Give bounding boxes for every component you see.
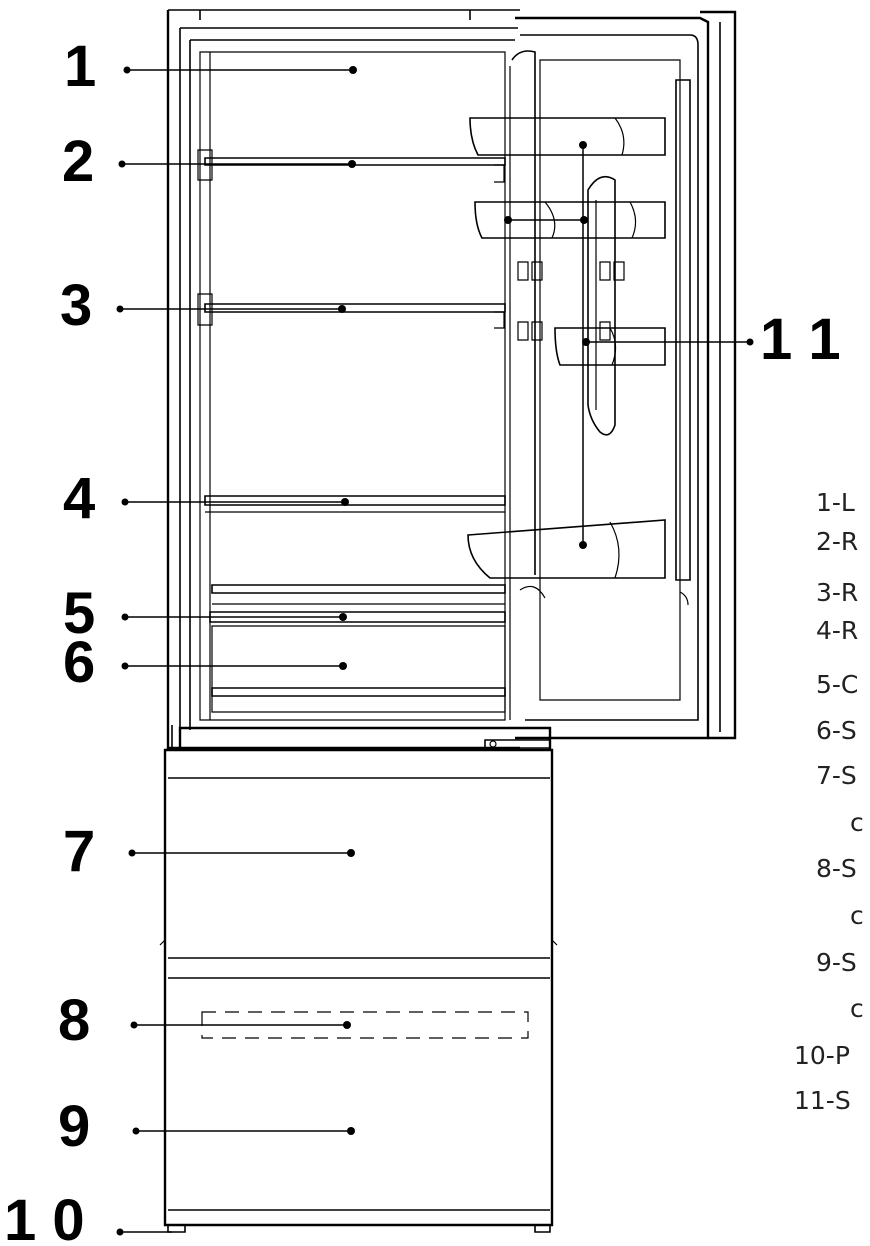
- door-shelf-4: [467, 519, 666, 579]
- legend-item-6: 6-S: [816, 716, 857, 745]
- legend: 1-L 2-R 3-R 4-R 5-C 6-S 7-S c 8-S c 9-S …: [794, 488, 864, 1115]
- legend-item-9-cont: c: [850, 994, 864, 1023]
- callout-3: 3: [60, 273, 92, 338]
- fridge-door: [484, 10, 737, 749]
- legend-item-8: 8-S: [816, 854, 857, 883]
- callout-leaders: [116, 66, 754, 1236]
- door-shelf-3: [554, 327, 666, 366]
- freezer-section: [159, 726, 558, 1227]
- shelf-2: [197, 149, 506, 183]
- callout-11: 1 1: [760, 307, 841, 372]
- callout-numbers: 1 2 3 4 5 6 7 8 9 1 0 1 1: [4, 34, 841, 1246]
- legend-item-10: 10-P: [794, 1041, 850, 1070]
- legend-item-8-cont: c: [850, 901, 864, 930]
- crisper-cover: [209, 584, 506, 623]
- callout-5: 5: [63, 581, 95, 646]
- legend-item-7: 7-S: [816, 761, 857, 790]
- callout-7: 7: [63, 819, 95, 884]
- legend-item-2: 2-R: [816, 527, 858, 556]
- shelf-4: [204, 495, 506, 513]
- callout-4: 4: [63, 466, 95, 531]
- callout-9: 9: [58, 1094, 90, 1159]
- legend-item-3: 3-R: [816, 578, 858, 607]
- legend-item-11: 11-S: [794, 1086, 851, 1115]
- door-shelf-1: [469, 117, 666, 156]
- shelf-3: [197, 293, 506, 329]
- callout-6: 6: [63, 630, 95, 695]
- fridge-cabinet: [166, 9, 520, 750]
- legend-item-7-cont: c: [850, 808, 864, 837]
- legend-item-5: 5-C: [816, 670, 858, 699]
- callout-1: 1: [64, 34, 96, 99]
- legend-item-1: 1-L: [816, 488, 855, 517]
- legend-item-4: 4-R: [816, 616, 858, 645]
- door-rail: [517, 175, 625, 436]
- feet: [167, 1224, 551, 1233]
- callout-8: 8: [58, 988, 90, 1053]
- crisper-drawer: [211, 625, 506, 713]
- drawer-8-dashed-outline: [201, 1011, 529, 1039]
- callout-10: 1 0: [4, 1188, 85, 1246]
- callout-2: 2: [62, 129, 94, 194]
- legend-item-9: 9-S: [816, 948, 857, 977]
